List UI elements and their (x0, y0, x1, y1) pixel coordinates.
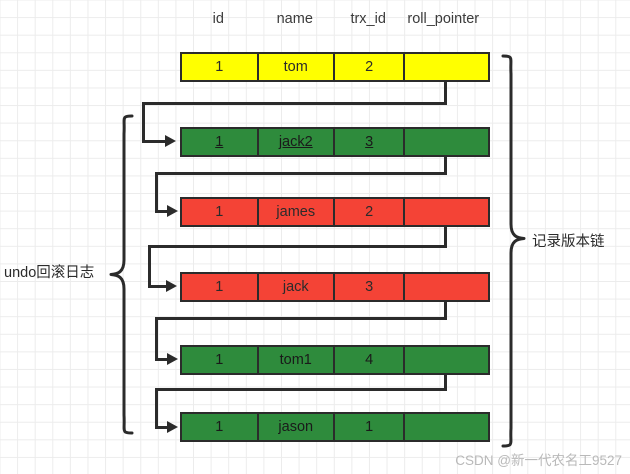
cell-roll-pointer (405, 199, 488, 225)
cell-id: 1 (182, 54, 259, 80)
record-row-james: 1 james 2 (180, 197, 490, 227)
left-annotation-label: undo回滚日志 (4, 265, 95, 281)
cell-trx-id: 3 (335, 129, 406, 155)
cell-name: jason (259, 414, 335, 440)
arrowhead-icon (165, 135, 176, 147)
cell-name: james (259, 199, 335, 225)
cell-trx-id: 2 (335, 54, 406, 80)
right-annotation-label: 记录版本链 (532, 234, 605, 250)
cell-roll-pointer (405, 414, 488, 440)
cell-id: 1 (182, 129, 259, 155)
cell-id: 1 (182, 274, 259, 300)
cell-roll-pointer (405, 347, 488, 373)
cell-trx-id: 1 (335, 414, 406, 440)
column-header-name: name (276, 11, 313, 27)
arrowhead-icon (167, 353, 178, 365)
record-row-jack: 1 jack 3 (180, 272, 490, 302)
cell-name: jack2 (259, 129, 335, 155)
arrowhead-icon (167, 205, 178, 217)
record-row-jason: 1 jason 1 (180, 412, 490, 442)
cell-trx-id: 4 (335, 347, 406, 373)
cell-id: 1 (182, 347, 259, 373)
left-brace (109, 114, 134, 435)
cell-trx-id: 2 (335, 199, 406, 225)
arrowhead-icon (167, 421, 178, 433)
column-header-roll-pointer: roll_pointer (407, 11, 480, 27)
cell-id: 1 (182, 199, 259, 225)
cell-name: tom1 (259, 347, 335, 373)
cell-id: 1 (182, 414, 259, 440)
cell-name: jack (259, 274, 335, 300)
record-row-jack2: 1 jack2 3 (180, 127, 490, 157)
watermark-text: CSDN @新一代农名工9527 (455, 453, 622, 468)
right-brace (501, 54, 526, 448)
record-row-tom: 1 tom 2 (180, 52, 490, 82)
cell-name: tom (259, 54, 335, 80)
column-header-trx-id: trx_id (350, 11, 386, 27)
cell-roll-pointer (405, 129, 488, 155)
column-header-id: id (212, 11, 224, 27)
column-header-row: id name trx_id roll_pointer (180, 6, 490, 32)
cell-roll-pointer (405, 54, 488, 80)
cell-roll-pointer (405, 274, 488, 300)
cell-trx-id: 3 (335, 274, 406, 300)
arrowhead-icon (166, 280, 177, 292)
record-row-tom1: 1 tom1 4 (180, 345, 490, 375)
